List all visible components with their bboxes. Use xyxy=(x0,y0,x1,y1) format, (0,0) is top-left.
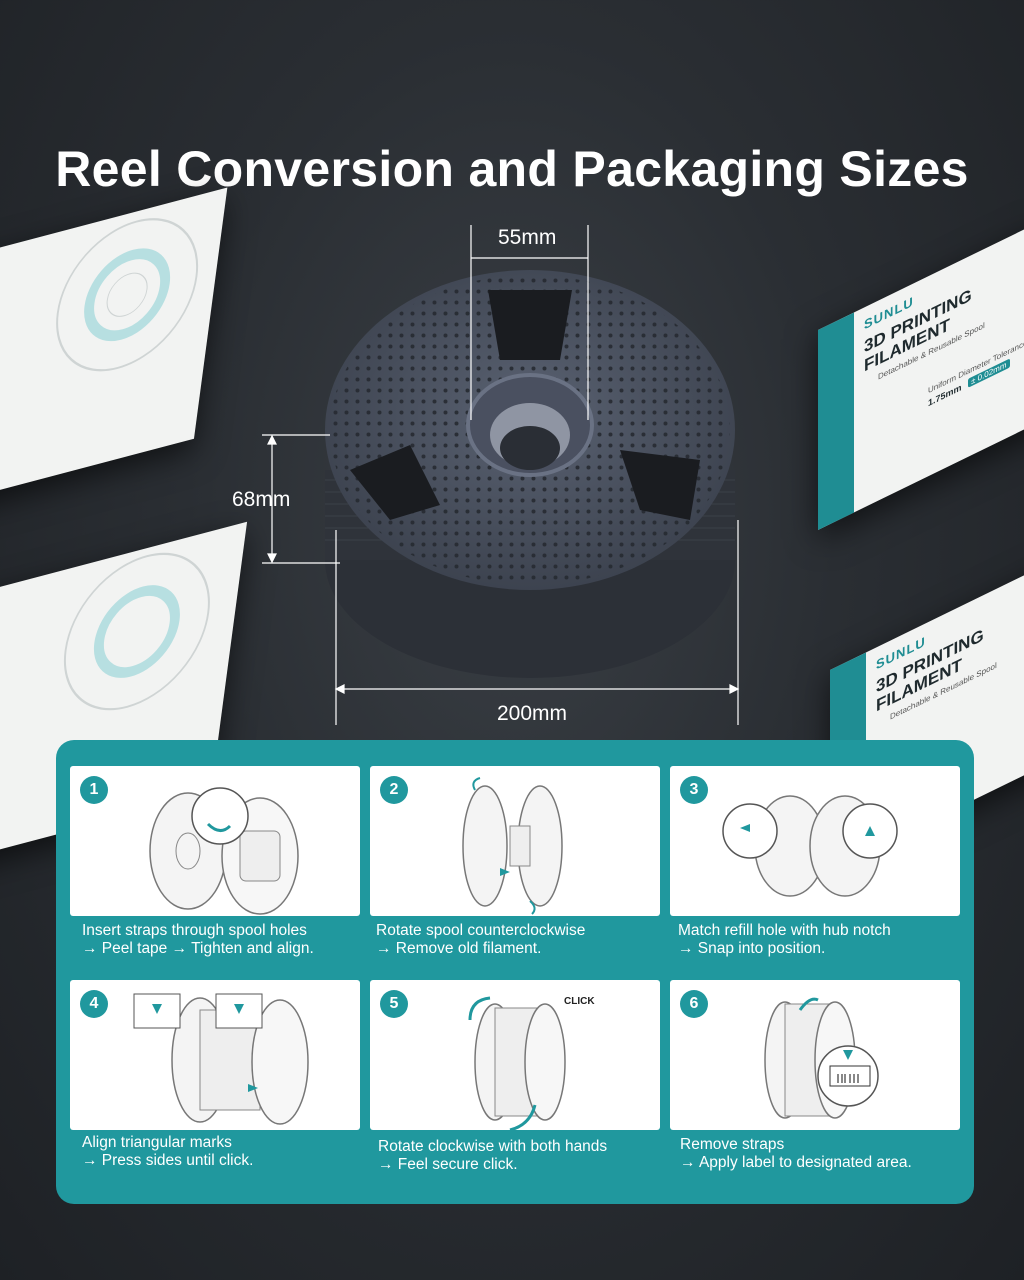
step-4-illustration-icon xyxy=(133,993,309,1125)
step-2-card: 2 xyxy=(370,766,660,916)
step-1-illustration-icon xyxy=(149,787,299,915)
filament-box-top-left xyxy=(0,187,228,510)
step-3-card: 3 xyxy=(670,766,960,916)
step-1-number: 1 xyxy=(80,776,108,804)
step-3-number: 3 xyxy=(680,776,708,804)
step-6-caption: Remove straps→ Apply label to designated… xyxy=(680,1136,912,1171)
step-2-number: 2 xyxy=(380,776,408,804)
step-1-caption: Insert straps through spool holes→ Peel … xyxy=(82,922,314,957)
page-title: Reel Conversion and Packaging Sizes xyxy=(55,141,969,197)
step-3-illustration-icon xyxy=(722,795,898,897)
step-5-card: 5 CLICK xyxy=(370,980,660,1130)
step-6-number: 6 xyxy=(680,990,708,1018)
step-1-card: 1 xyxy=(70,766,360,916)
step-2-caption: Rotate spool counterclockwise→ Remove ol… xyxy=(376,922,586,957)
height-label: 68mm xyxy=(232,488,291,511)
step-5-caption: Rotate clockwise with both hands→ Feel s… xyxy=(378,1138,608,1173)
step-4-card: 4 xyxy=(70,980,360,1130)
step-3-caption: Match refill hole with hub notch→ Snap i… xyxy=(678,922,891,957)
hub-width-label: 55mm xyxy=(498,226,557,249)
filament-box-bottom-left xyxy=(0,521,248,873)
step-5-number: 5 xyxy=(380,990,408,1018)
spool-graphic-icon xyxy=(63,552,210,711)
step-4-number: 4 xyxy=(80,990,108,1018)
step-6-illustration-icon xyxy=(764,997,879,1119)
step-6-card: 6 xyxy=(670,980,960,1130)
step-2-illustration-icon xyxy=(462,777,563,915)
spool-illustration xyxy=(325,270,735,678)
instructions-panel: 1 Insert straps through spool holes→ Pee… xyxy=(56,740,974,1204)
spool-graphic-icon xyxy=(56,218,199,372)
diameter-label: 200mm xyxy=(497,702,568,725)
click-label: CLICK xyxy=(564,996,595,1007)
step-4-caption: Align triangular marks→ Press sides unti… xyxy=(82,1134,254,1169)
step-5-illustration-icon xyxy=(468,996,566,1130)
